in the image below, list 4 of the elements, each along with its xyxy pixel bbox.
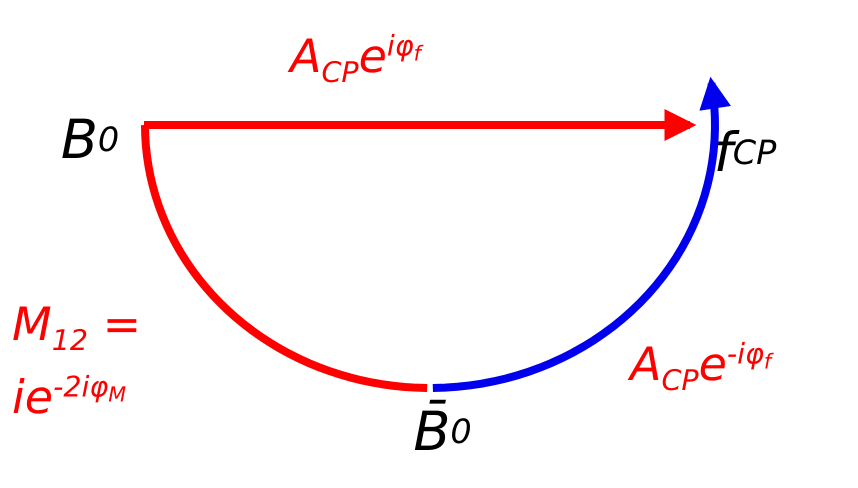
arrow bbox=[144, 109, 696, 141]
node-label: B$^{0}$ bbox=[40, 100, 140, 180]
node-label: B̄$^{0}$ bbox=[385, 392, 500, 472]
arrow bbox=[432, 76, 731, 392]
